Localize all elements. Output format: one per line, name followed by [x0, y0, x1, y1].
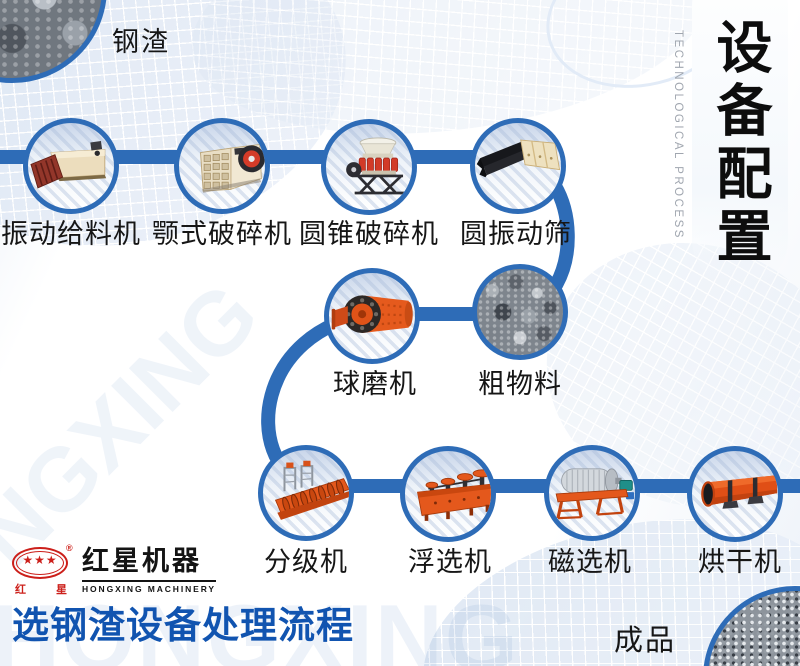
logo-seal: ★★★ ® 红 星	[12, 543, 74, 597]
technological-process-text: TECHNOLOGICAL PROCESS	[672, 30, 684, 240]
output-label: 成品	[613, 625, 677, 657]
label-vibrating-feeder: 振动给料机	[1, 219, 141, 249]
logo-name-cn: 红星机器	[82, 546, 202, 576]
hongxing-logo: ★★★ ® 红 星 红星机器 HONGXING MACHINERY	[12, 543, 217, 597]
node-vibrating-screen	[470, 118, 566, 214]
flotation-machine-icon	[417, 469, 491, 521]
registered-mark: ®	[66, 543, 73, 553]
magnetic-separator-icon	[555, 468, 635, 520]
label-cone-crusher: 圆锥破碎机	[299, 219, 439, 249]
dryer-icon	[701, 475, 778, 509]
watermark-horizontal: HONGXING	[0, 585, 520, 666]
logo-oval-inner-ring	[16, 551, 64, 575]
label-magnetic-separator: 磁选机	[548, 547, 632, 577]
node-classifier	[258, 445, 354, 541]
node-coarse-material-photo	[472, 264, 568, 360]
node-vibrating-feeder	[23, 118, 119, 214]
label-classifier: 分级机	[264, 547, 348, 577]
jaw-crusher-icon	[200, 143, 265, 193]
node-magnetic-separator	[544, 445, 640, 541]
logo-text: 红星机器 HONGXING MACHINERY	[82, 545, 217, 597]
label-jaw-crusher: 颚式破碎机	[152, 219, 292, 249]
label-flotation-machine: 浮选机	[408, 547, 492, 577]
page-title: 选钢渣设备处理流程	[12, 605, 354, 646]
label-vibrating-screen: 圆振动筛	[460, 219, 572, 249]
logo-seal-char-right: 星	[56, 584, 67, 596]
node-jaw-crusher	[174, 118, 270, 214]
node-dryer	[687, 446, 783, 542]
label-ball-mill: 球磨机	[333, 369, 417, 399]
input-label: 钢渣	[112, 27, 170, 57]
vertical-banner	[692, 0, 788, 288]
ball-mill-icon	[331, 295, 413, 334]
node-flotation-machine	[400, 446, 496, 542]
logo-oval: ★★★	[12, 547, 68, 579]
node-ball-mill	[324, 268, 420, 364]
classifier-icon	[274, 460, 349, 520]
node-cone-crusher	[321, 119, 417, 215]
vibrating-feeder-icon	[30, 140, 107, 189]
label-coarse-material: 粗物料	[478, 369, 562, 399]
equipment-configuration-calligraphy: 设备配置	[707, 18, 773, 270]
label-dryer: 烘干机	[698, 547, 782, 577]
logo-seal-char-left: 红	[15, 584, 26, 596]
cone-crusher-icon	[346, 137, 405, 195]
logo-stars-icon: ★★★	[22, 553, 58, 567]
logo-name-en: HONGXING MACHINERY	[82, 579, 217, 594]
vibrating-screen-icon	[476, 139, 561, 178]
